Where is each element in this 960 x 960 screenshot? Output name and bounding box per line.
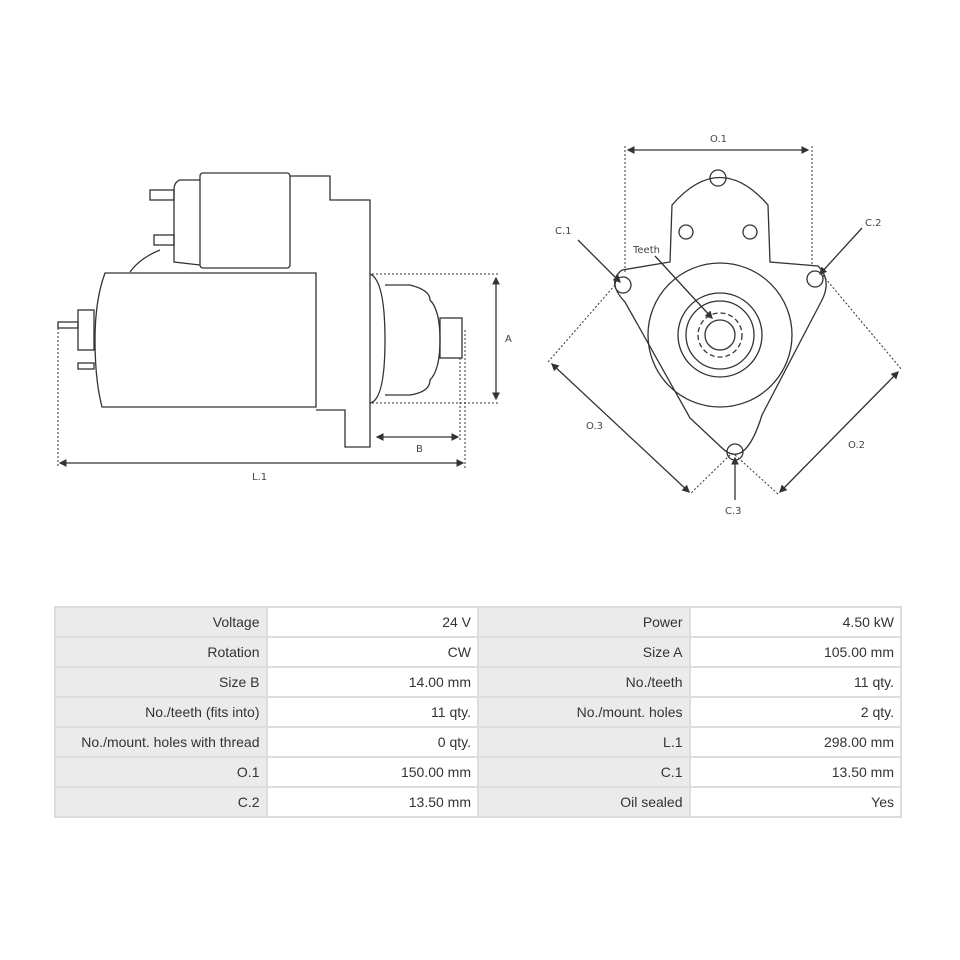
spec-value: 105.00 mm — [688, 636, 902, 668]
label-l1: L.1 — [252, 472, 267, 483]
spec-row: No./teeth (fits into)11 qty.No./mount. h… — [54, 696, 902, 728]
spec-value: 13.50 mm — [265, 786, 479, 818]
front-view — [547, 146, 903, 500]
spec-label: C.1 — [477, 756, 691, 788]
spec-value: 150.00 mm — [265, 756, 479, 788]
starter-motor-drawing: A B L.1 O.1 O.2 O.3 C.1 C.2 C.3 Teeth — [57, 134, 903, 517]
pinion — [439, 317, 463, 359]
nose-housing — [369, 273, 441, 404]
terminal-bolt-top — [149, 189, 175, 201]
spec-value: 298.00 mm — [688, 726, 902, 758]
flange-outline — [614, 176, 827, 455]
spec-label: Rotation — [54, 636, 268, 668]
label-o1: O.1 — [710, 134, 727, 145]
pinion-teeth — [697, 312, 743, 358]
spec-label: Size B — [54, 666, 268, 698]
dimension-o3-line — [551, 363, 690, 493]
terminal-bolt-bottom — [153, 234, 175, 246]
label-a: A — [505, 334, 512, 345]
mounting-flange — [290, 175, 371, 448]
spec-label: No./mount. holes with thread — [54, 726, 268, 758]
spec-label: Power — [477, 606, 691, 638]
motor-body — [94, 272, 317, 408]
solenoid-cap — [173, 179, 201, 266]
solenoid-body — [199, 172, 291, 269]
label-o3: O.3 — [586, 421, 603, 432]
spec-label: Oil sealed — [477, 786, 691, 818]
spec-value: 4.50 kW — [688, 606, 902, 638]
spec-label: Size A — [477, 636, 691, 668]
label-c2: C.2 — [865, 218, 882, 229]
spec-label: O.1 — [54, 756, 268, 788]
spec-value: 2 qty. — [688, 696, 902, 728]
label-teeth: Teeth — [632, 245, 660, 256]
dimension-o2-line — [779, 371, 899, 493]
rear-terminal — [77, 309, 95, 351]
spec-label: No./teeth — [477, 666, 691, 698]
side-view — [57, 172, 500, 468]
spec-label: No./mount. holes — [477, 696, 691, 728]
spec-label: L.1 — [477, 726, 691, 758]
spec-value: 11 qty. — [688, 666, 902, 698]
label-c1: C.1 — [555, 226, 572, 237]
spec-value: 0 qty. — [265, 726, 479, 758]
spec-value: 24 V — [265, 606, 479, 638]
spec-label: C.2 — [54, 786, 268, 818]
label-c3: C.3 — [725, 506, 742, 517]
spec-value: CW — [265, 636, 479, 668]
label-b: B — [416, 444, 423, 455]
spec-value: Yes — [688, 786, 902, 818]
spec-value: 11 qty. — [265, 696, 479, 728]
label-o2: O.2 — [848, 440, 865, 451]
spec-value: 14.00 mm — [265, 666, 479, 698]
spec-value: 13.50 mm — [688, 756, 902, 788]
hole-c2 — [806, 270, 824, 288]
spec-label: No./teeth (fits into) — [54, 696, 268, 728]
spec-label: Voltage — [54, 606, 268, 638]
